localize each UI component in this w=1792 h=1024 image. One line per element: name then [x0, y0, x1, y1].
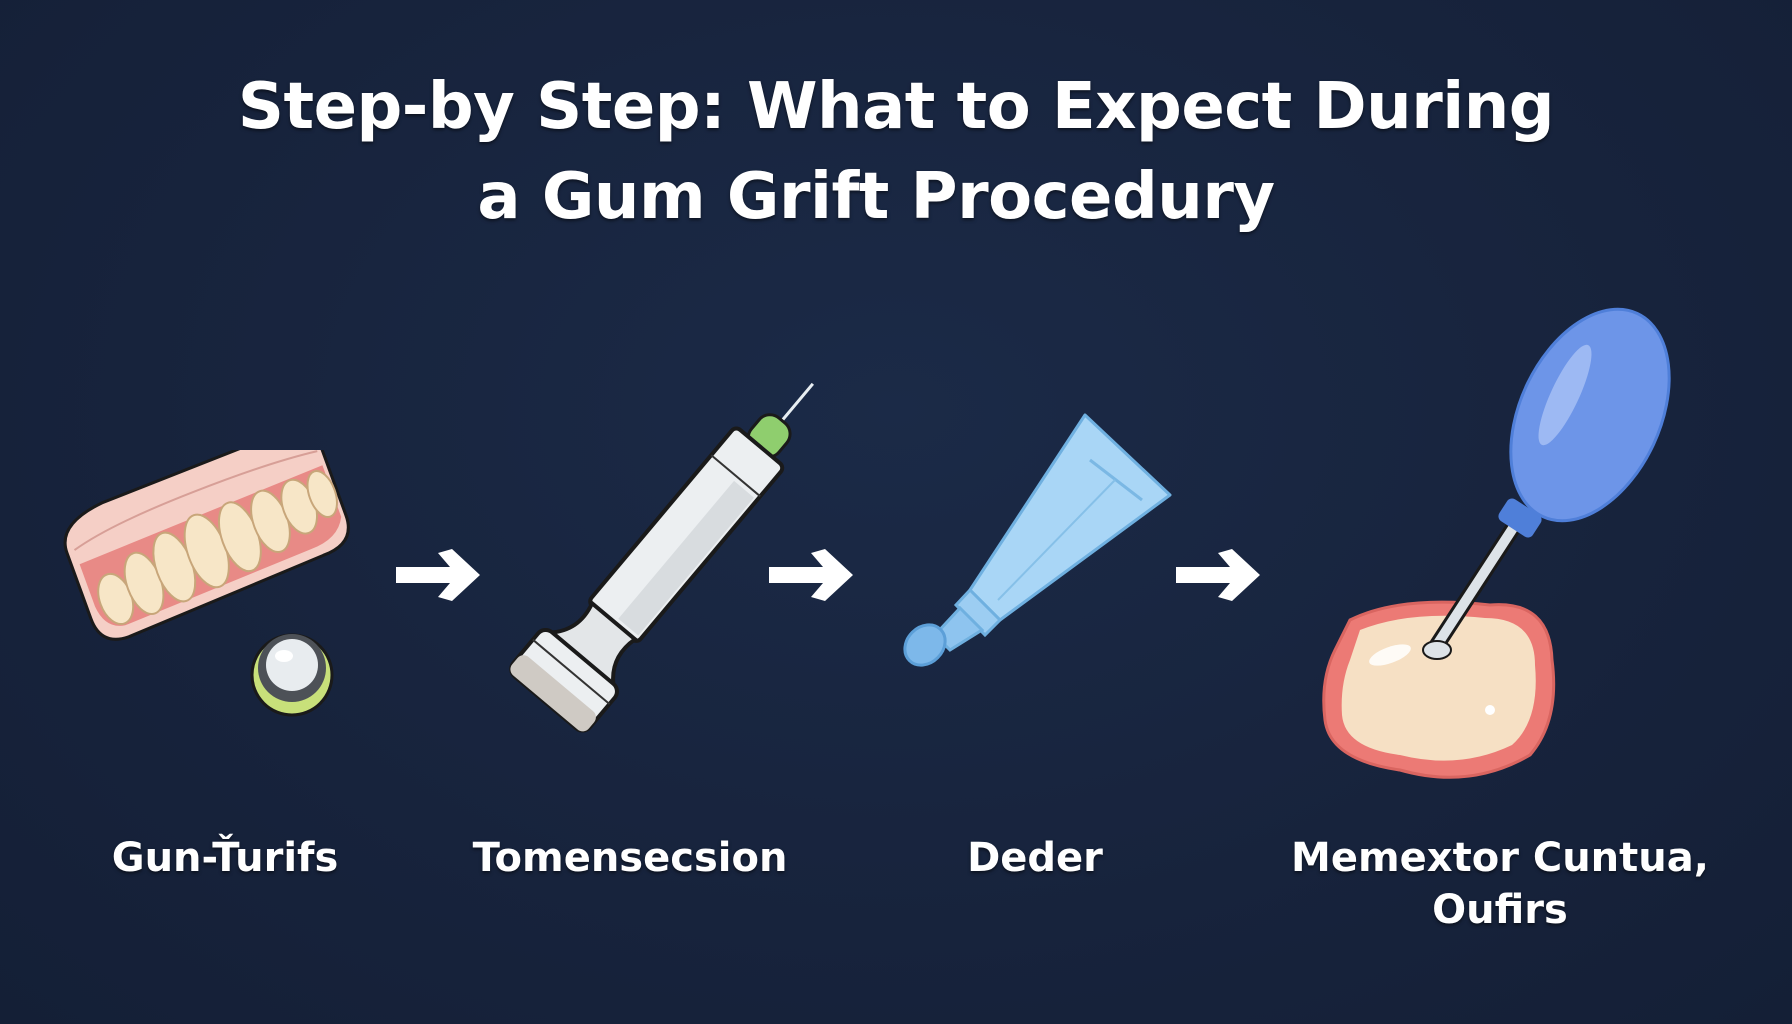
denture-and-pill-icon: [63, 428, 350, 717]
step-3-illustration: [880, 400, 1180, 670]
step-4-label-line-2: Oufirs: [1432, 887, 1568, 933]
step-4-label-line-1: Memextor Cuntua,: [1291, 835, 1709, 881]
page-title: Step-by Step: What to Expect During a Gu…: [0, 62, 1792, 242]
title-line-2: a Gum Grift Procedury: [477, 160, 1275, 234]
title-line-1: Step-by Step: What to Expect During: [237, 70, 1555, 144]
arrow-right-icon: [392, 545, 484, 609]
step-1-illustration: [60, 428, 360, 730]
ointment-tube-icon: [903, 413, 1172, 667]
step-2-illustration: [495, 350, 835, 770]
arrow-right-icon: [1172, 545, 1264, 609]
arrow-right-icon: [765, 545, 857, 609]
step-4-label: Memextor Cuntua, Oufirs: [1270, 832, 1730, 936]
step-1-label: Gun-Ťurifs: [111, 835, 339, 881]
step-4-illustration: [1290, 300, 1710, 800]
step-2-label: Tomensecsion: [472, 835, 788, 881]
syringe-icon: [509, 382, 814, 733]
step-3-label: Deder: [967, 835, 1103, 881]
gum-tissue-with-bulb-instrument-icon: [1322, 307, 1671, 779]
